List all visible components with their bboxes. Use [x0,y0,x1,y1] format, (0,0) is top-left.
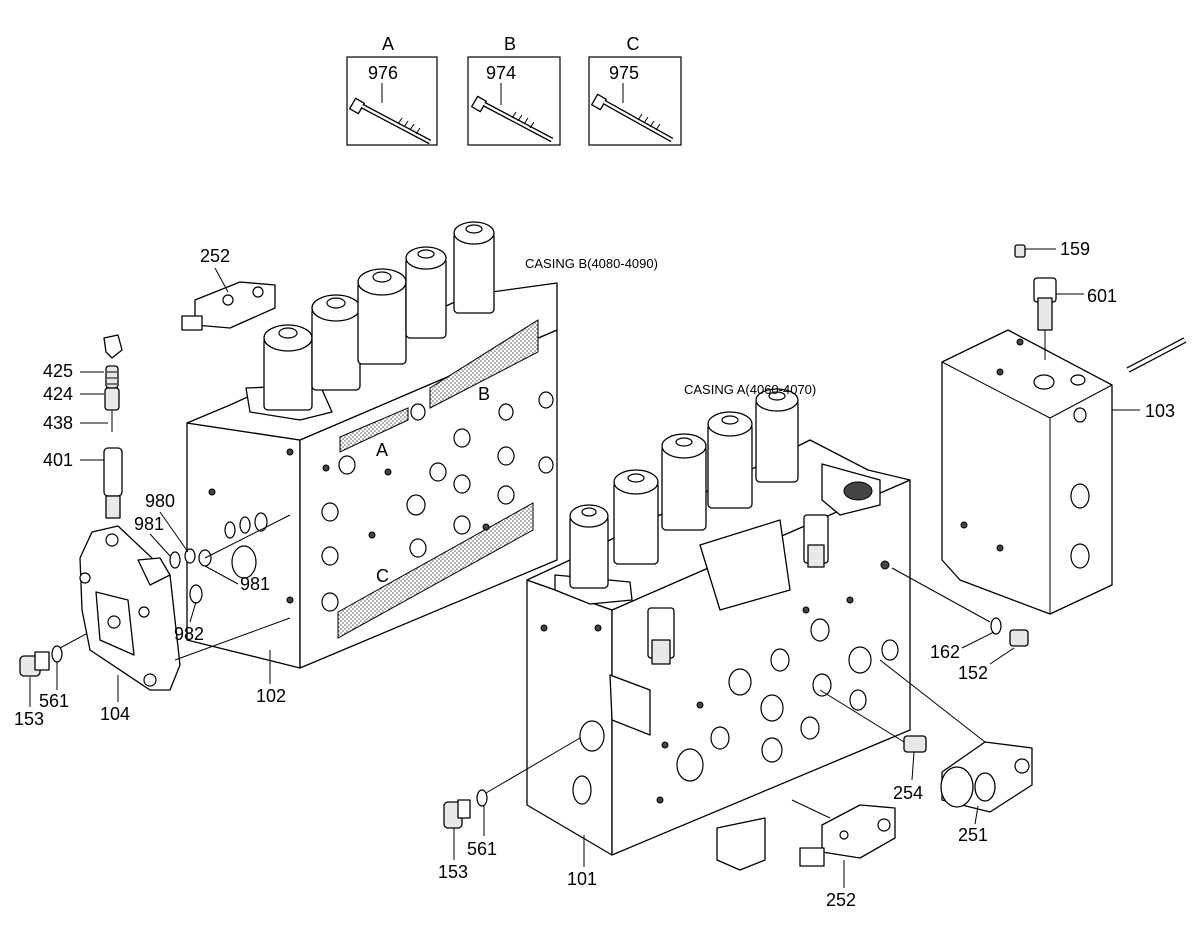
callout-601: 601 [1087,286,1117,306]
callout-162: 162 [930,642,960,662]
bolt-icon [471,95,554,143]
callout-982: 982 [174,624,204,644]
bolt-box-b-part: 974 [486,63,516,83]
fitting-254 [819,689,927,753]
casing-b-body: CASING B(4080-4090) A B C [186,221,658,669]
bolt-box-a-letter: A [382,34,394,54]
callout-101: 101 [567,869,597,889]
callout-561-left: 561 [39,691,69,711]
callout-401: 401 [43,450,73,470]
callout-252-bottom: 252 [826,890,856,910]
bolt-box-a: A 976 [346,34,438,146]
casing-b-ports [208,391,554,612]
cover-104 [79,525,181,691]
valve-601 [1014,244,1057,360]
callout-981-right: 981 [240,574,270,594]
callout-159: 159 [1060,239,1090,259]
spool-parts-stack [80,334,123,519]
bolt-icon [591,93,674,143]
callout-981-left: 981 [134,514,164,534]
callout-252-top: 252 [200,246,230,266]
callout-102: 102 [256,686,286,706]
casing-b-label: CASING B(4080-4090) [525,256,658,271]
casing-a-body: CASING A(4060-4070) [526,382,911,871]
callout-980: 980 [145,491,175,511]
callout-153-bottom: 153 [438,862,468,882]
callout-424: 424 [43,384,73,404]
callout-104: 104 [100,704,130,724]
callouts: 252 425 424 438 401 980 981 981 982 153 … [14,239,1175,910]
casing-a-ports [540,560,899,805]
casing-a-relief-valves [647,514,829,665]
casing-b-region-a [339,407,409,453]
casing-a-label: CASING A(4060-4070) [684,382,816,397]
bolt-box-a-part: 976 [368,63,398,83]
bolt-box-c-part: 975 [609,63,639,83]
bolt-box-b-letter: B [504,34,516,54]
casing-a-solenoids [554,388,799,605]
callout-251: 251 [958,825,988,845]
casing-b-region-b [429,319,539,409]
callout-425: 425 [43,361,73,381]
valve-252-bottom [791,799,896,867]
valve-251 [879,659,1033,813]
callout-153-left: 153 [14,709,44,729]
bolt-box-c: C 975 [588,34,682,146]
plug-152 [891,567,1029,647]
bolt-box-b: B 974 [467,34,561,146]
callout-438: 438 [43,413,73,433]
valve-252-top [181,267,276,331]
o-rings-left [169,512,291,661]
callout-103: 103 [1145,401,1175,421]
bolt-icon [349,97,432,145]
callout-152: 152 [958,663,988,683]
region-letter-c: C [376,566,389,586]
callout-254: 254 [893,783,923,803]
casing-b-region-c [337,502,534,639]
callout-561-bottom: 561 [467,839,497,859]
region-letter-b: B [478,384,490,404]
region-letter-a: A [376,440,388,460]
block-103 [941,329,1187,615]
bolt-box-c-letter: C [627,34,640,54]
plug-153-left [19,633,87,677]
plug-153-bottom [443,737,581,829]
casing-b-solenoids [245,221,495,421]
